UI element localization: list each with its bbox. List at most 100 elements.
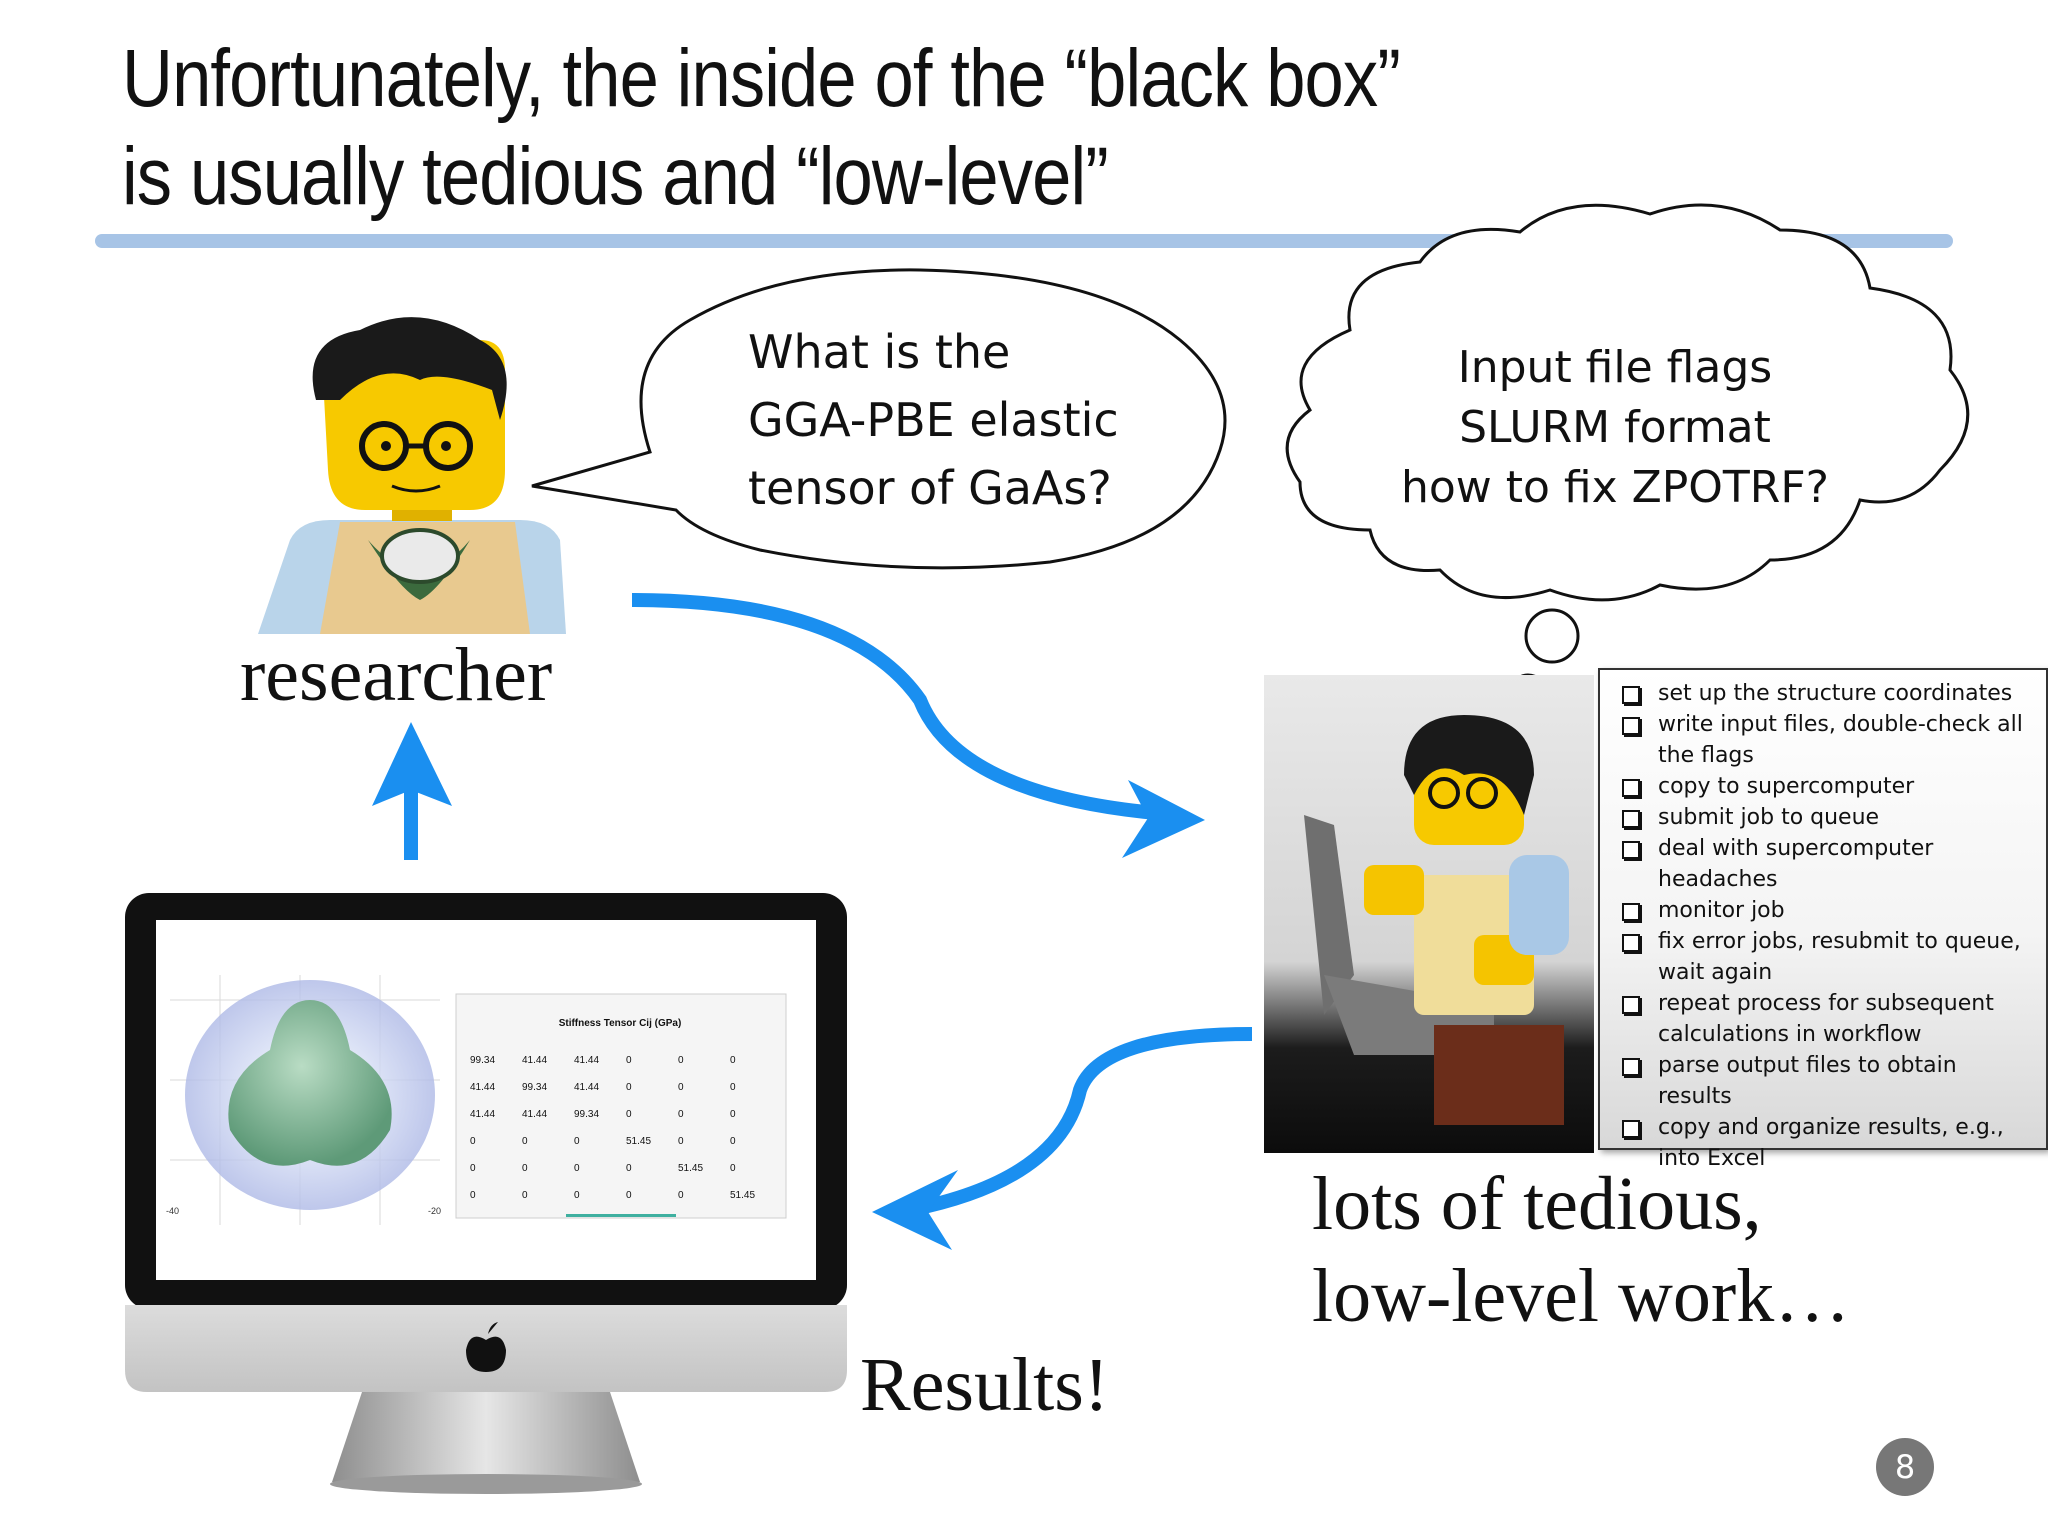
checklist-item-text: fix error jobs, resubmit to queue, wait …	[1658, 929, 2021, 985]
tedious-line-2: low-level work…	[1312, 1254, 1851, 1338]
checklist-item: write input files, double-check all the …	[1622, 709, 2036, 771]
tensor-cell: 41.44	[574, 1055, 600, 1066]
thought-bubble-text: Input file flags SLURM format how to fix…	[1300, 338, 1930, 518]
checkbox-icon	[1622, 717, 1640, 735]
tensor-cell: 0	[574, 1190, 580, 1201]
tedious-line-1: lots of tedious,	[1312, 1162, 1762, 1246]
checkbox-icon	[1622, 810, 1640, 828]
checkbox-icon	[1622, 934, 1640, 952]
checklist-item: deal with supercomputer headaches	[1622, 833, 2036, 895]
tensor-cell: 0	[678, 1109, 684, 1120]
tensor-cell: 41.44	[470, 1082, 496, 1093]
checkbox-icon	[1622, 903, 1640, 921]
tensor-cell: 41.44	[574, 1082, 600, 1093]
worker-photo	[1264, 675, 1594, 1153]
tensor-cell: 41.44	[522, 1055, 548, 1066]
tensor-cell: 0	[626, 1055, 632, 1066]
checklist-item-text: repeat process for subsequent calculatio…	[1658, 991, 1994, 1047]
tensor-cell: 0	[730, 1136, 736, 1147]
checklist-item-text: copy and organize results, e.g., into Ex…	[1658, 1115, 2004, 1171]
checkbox-icon	[1622, 1058, 1640, 1076]
checklist-item: parse output files to obtain results	[1622, 1050, 2036, 1112]
tensor-cell: 0	[574, 1163, 580, 1174]
tensor-cell: 99.34	[574, 1109, 600, 1120]
speech-bubble-text: What is the GGA-PBE elastic tensor of Ga…	[748, 318, 1119, 522]
tensor-cell: 0	[730, 1082, 736, 1093]
checklist-item-text: copy to supercomputer	[1658, 774, 1915, 799]
tensor-cell: 0	[470, 1136, 476, 1147]
checklist-item: monitor job	[1622, 895, 2036, 926]
thought-dot-large	[1524, 608, 1580, 664]
tensor-cell: 0	[626, 1082, 632, 1093]
tensor-cell: 0	[626, 1190, 632, 1201]
title-line-1: Unfortunately, the inside of the “black …	[122, 33, 1401, 124]
tensor-grid: 99.34 41.44 41.44 0 0 0 41.44 99.34 41.44 0 0 0 41.4…	[460, 1055, 780, 1201]
thought-cloud	[1285, 203, 1970, 602]
tensor-cell: 99.34	[522, 1082, 548, 1093]
checklist-item: copy to supercomputer	[1622, 771, 2036, 802]
slide-title: Unfortunately, the inside of the “black …	[122, 30, 1584, 226]
checklist-item-text: write input files, double-check all the …	[1658, 712, 2023, 768]
checklist-item: fix error jobs, resubmit to queue, wait …	[1622, 926, 2036, 988]
tedious-work-label: lots of tedious, low-level work…	[1312, 1158, 1850, 1342]
tensor-cell: 0	[626, 1163, 632, 1174]
thought-line-3: how to fix ZPOTRF?	[1400, 462, 1830, 513]
checklist-item: copy and organize results, e.g., into Ex…	[1622, 1112, 2036, 1174]
arrowhead-right	[1122, 780, 1205, 858]
tensor-cell: 0	[470, 1190, 476, 1201]
checkbox-icon	[1622, 1120, 1640, 1138]
tensor-cell: 51.45	[730, 1190, 756, 1201]
task-checklist: set up the structure coordinates write in…	[1598, 668, 2048, 1171]
tensor-cell: 0	[678, 1055, 684, 1066]
page-number-badge: 8	[1876, 1438, 1934, 1496]
checkbox-icon	[1622, 996, 1640, 1014]
tensor-cell: 0	[678, 1136, 684, 1147]
tensor-cell: 51.45	[678, 1163, 704, 1174]
tensor-cell: 0	[730, 1163, 736, 1174]
checkbox-icon	[1622, 779, 1640, 797]
tensor-cell: 0	[470, 1163, 476, 1174]
researcher-figure	[258, 317, 566, 634]
title-line-2: is usually tedious and “low-level”	[122, 131, 1109, 222]
checklist-item-text: monitor job	[1658, 898, 1785, 923]
researcher-label: researcher	[240, 633, 553, 717]
tensor-cell: 51.45	[626, 1136, 652, 1147]
tensor-cell: 0	[522, 1136, 528, 1147]
checkbox-icon	[1622, 841, 1640, 859]
axis-tick-left: -40	[166, 1206, 180, 1216]
tensor-table-frame	[455, 993, 787, 1219]
axis-tick-right: -20	[428, 1206, 442, 1216]
tensor-cell: 0	[626, 1109, 632, 1120]
thought-line-1: Input file flags	[1457, 342, 1773, 393]
tensor-cell: 0	[730, 1109, 736, 1120]
worker-figure	[1304, 715, 1569, 1125]
tensor-cell: 41.44	[470, 1109, 496, 1120]
arrow-worker-to-results	[908, 1027, 1253, 1217]
checklist-item-text: submit job to queue	[1658, 805, 1880, 830]
results-label: Results!	[860, 1343, 1110, 1427]
arrowhead-left	[872, 1170, 958, 1250]
checklist-items: set up the structure coordinates write in…	[1622, 678, 2036, 1174]
tensor-3d-plot	[170, 975, 440, 1225]
speech-line-1: What is the	[748, 325, 1011, 379]
checklist-item: repeat process for subsequent calculatio…	[1622, 988, 2036, 1050]
checkbox-icon	[1622, 686, 1640, 704]
stiffness-tensor-table: Stiffness Tensor Cij (GPa) 99.34 41.44 41.…	[460, 998, 780, 1218]
speech-bubble	[531, 268, 1227, 570]
checklist-item-text: set up the structure coordinates	[1658, 681, 2013, 706]
apple-logo	[466, 1322, 506, 1372]
tensor-cell: 99.34	[470, 1055, 496, 1066]
tensor-cell: 0	[678, 1082, 684, 1093]
tensor-cell: 0	[522, 1163, 528, 1174]
checklist-item: set up the structure coordinates	[1622, 678, 2036, 709]
arrowhead-up	[372, 722, 452, 806]
tensor-cell: 0	[730, 1055, 736, 1066]
arrow-researcher-to-worker	[631, 593, 1181, 822]
checklist-item: submit job to queue	[1622, 802, 2036, 833]
tensor-cell: 41.44	[522, 1109, 548, 1120]
speech-line-2: GGA-PBE elastic	[748, 393, 1119, 447]
tensor-table-title: Stiffness Tensor Cij (GPa)	[558, 1018, 682, 1029]
speech-line-3: tensor of GaAs?	[748, 461, 1112, 515]
tensor-cell: 0	[678, 1190, 684, 1201]
